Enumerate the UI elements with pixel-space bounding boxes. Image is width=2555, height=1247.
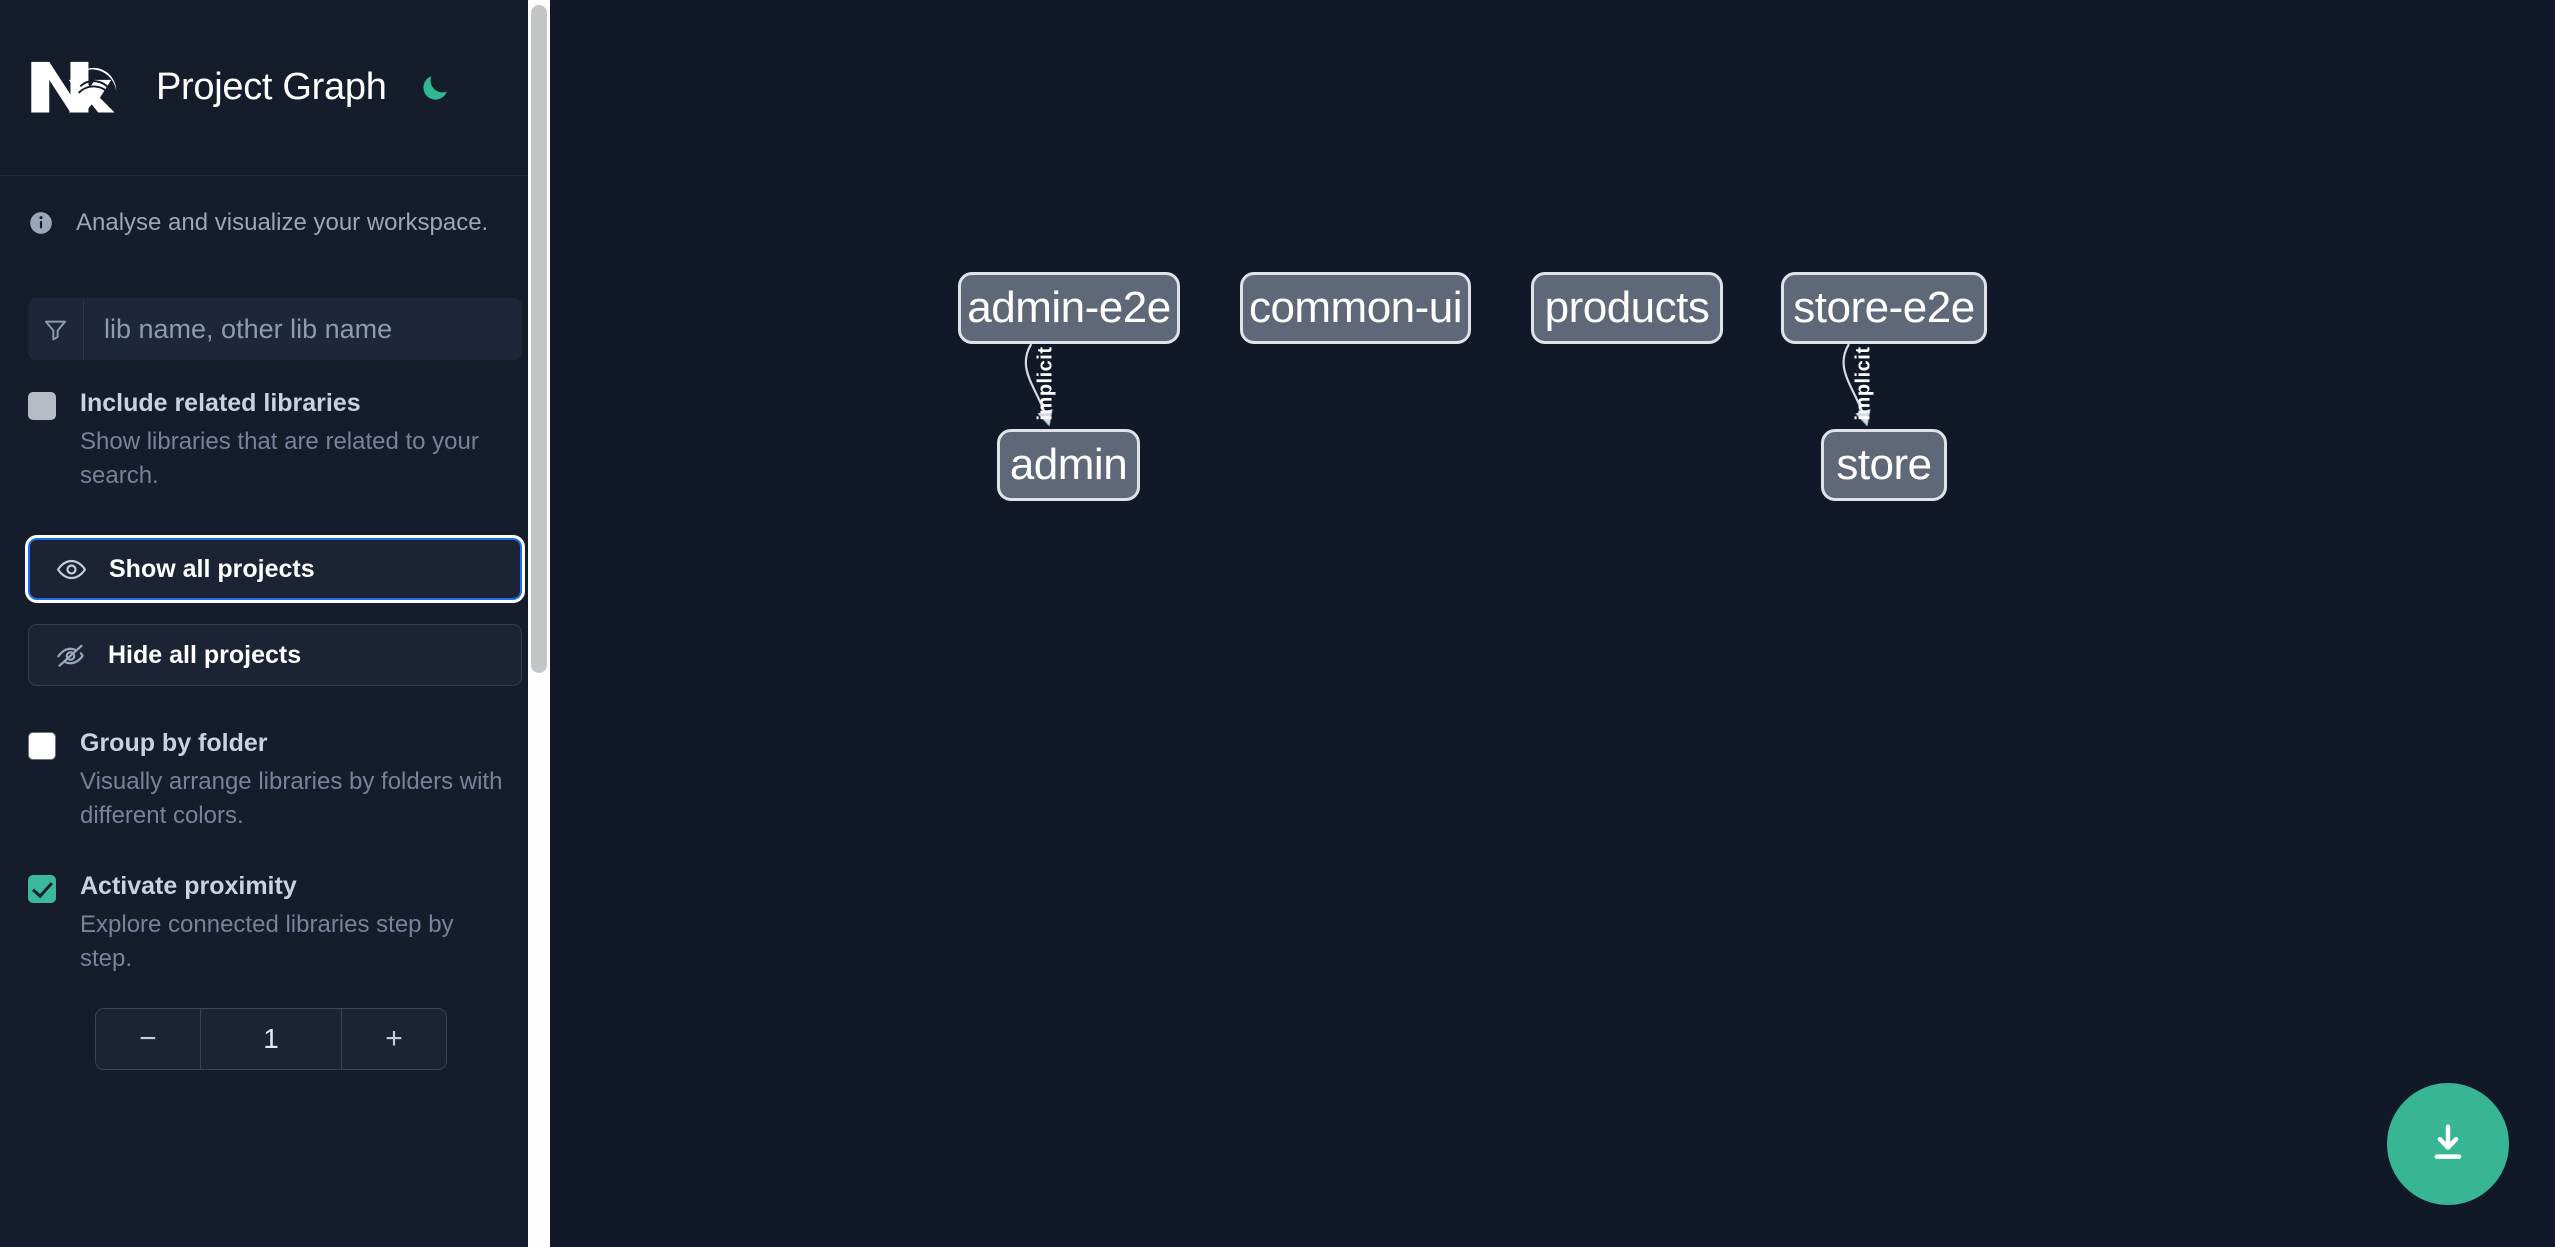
option-title: Group by folder xyxy=(80,729,268,758)
search-input[interactable] xyxy=(84,298,522,360)
graph-node-label: store xyxy=(1836,440,1932,489)
eye-off-icon xyxy=(55,640,86,671)
option-group-by-folder[interactable]: Group by folder Visually arrange librari… xyxy=(0,728,550,833)
search-field[interactable] xyxy=(28,298,522,360)
graph-node-common-ui[interactable]: common-ui xyxy=(1240,272,1471,344)
graph-edges-layer xyxy=(1024,343,2555,1247)
graph-edge-label-admin-e2e__admin: implicit xyxy=(1034,345,1057,421)
download-icon xyxy=(2425,1120,2471,1169)
option-text: Activate proximity Explore connected lib… xyxy=(80,871,512,976)
show-all-projects-label: Show all projects xyxy=(109,554,315,583)
graph-node-label: store-e2e xyxy=(1793,283,1975,332)
proximity-increment-button[interactable]: + xyxy=(342,1009,446,1070)
eye-icon xyxy=(56,554,87,585)
nx-logo-icon xyxy=(28,55,126,121)
info-circle-icon xyxy=(28,210,54,236)
hide-all-projects-label: Hide all projects xyxy=(108,640,302,669)
proximity-decrement-button[interactable]: − xyxy=(96,1009,200,1070)
option-text: Include related libraries Show libraries… xyxy=(80,388,512,493)
graph-node-label: common-ui xyxy=(1248,283,1463,332)
page-title: Project Graph xyxy=(156,66,387,108)
sidebar-header: Project Graph xyxy=(0,0,550,176)
graph-node-label: admin-e2e xyxy=(967,283,1171,332)
graph-node-store-e2e[interactable]: store-e2e xyxy=(1781,272,1987,344)
option-description: Visually arrange libraries by folders wi… xyxy=(80,768,503,830)
graph-node-label: admin xyxy=(1009,440,1128,489)
download-image-button[interactable] xyxy=(2387,1083,2509,1205)
graph-canvas[interactable]: admin-e2e common-ui products store-e2e admin… xyxy=(550,0,2555,1247)
sidebar: Project Graph Analyse and visualize your… xyxy=(0,0,550,1247)
workspace-info-text: Analyse and visualize your workspace. xyxy=(76,209,489,236)
option-text: Group by folder Visually arrange librari… xyxy=(80,728,512,833)
graph-node-label: products xyxy=(1544,283,1710,332)
graph-node-admin-e2e[interactable]: admin-e2e xyxy=(958,272,1180,344)
sidebar-scrollbar[interactable] xyxy=(528,0,550,1247)
checkbox-unchecked-icon xyxy=(28,732,56,761)
graph-node-products[interactable]: products xyxy=(1531,272,1723,344)
graph-edge-admin-e2e__admin[interactable] xyxy=(1024,343,1049,423)
option-description: Show libraries that are related to your … xyxy=(80,428,479,490)
graph-edge-label-store-e2e__store: implicit xyxy=(1852,345,1875,421)
proximity-value: 1 xyxy=(199,1009,343,1070)
activate-proximity-checkbox[interactable] xyxy=(28,871,56,976)
graph-node-store[interactable]: store xyxy=(1821,429,1947,501)
option-title: Activate proximity xyxy=(80,872,297,901)
proximity-stepper[interactable]: − 1 + xyxy=(95,1008,447,1071)
workspace-info: Analyse and visualize your workspace. xyxy=(0,176,550,270)
hide-all-projects-button[interactable]: Hide all projects xyxy=(28,624,522,687)
graph-edge-store-e2e__store[interactable] xyxy=(1842,343,1867,423)
filter-funnel-icon xyxy=(28,298,84,360)
option-description: Explore connected libraries step by step… xyxy=(80,911,454,973)
show-all-projects-button[interactable]: Show all projects xyxy=(28,538,522,601)
sidebar-scrollbar-thumb[interactable] xyxy=(531,5,547,673)
moon-icon[interactable] xyxy=(415,68,455,108)
checkbox-disabled-icon xyxy=(28,392,56,420)
checkbox-checked-icon xyxy=(28,875,56,904)
group-by-folder-checkbox[interactable] xyxy=(28,728,56,833)
option-activate-proximity[interactable]: Activate proximity Explore connected lib… xyxy=(0,871,550,976)
option-title: Include related libraries xyxy=(80,389,361,417)
graph-node-admin[interactable]: admin xyxy=(997,429,1140,501)
option-include-related-libraries[interactable]: Include related libraries Show libraries… xyxy=(0,388,550,493)
include-related-libraries-checkbox[interactable] xyxy=(28,388,56,493)
